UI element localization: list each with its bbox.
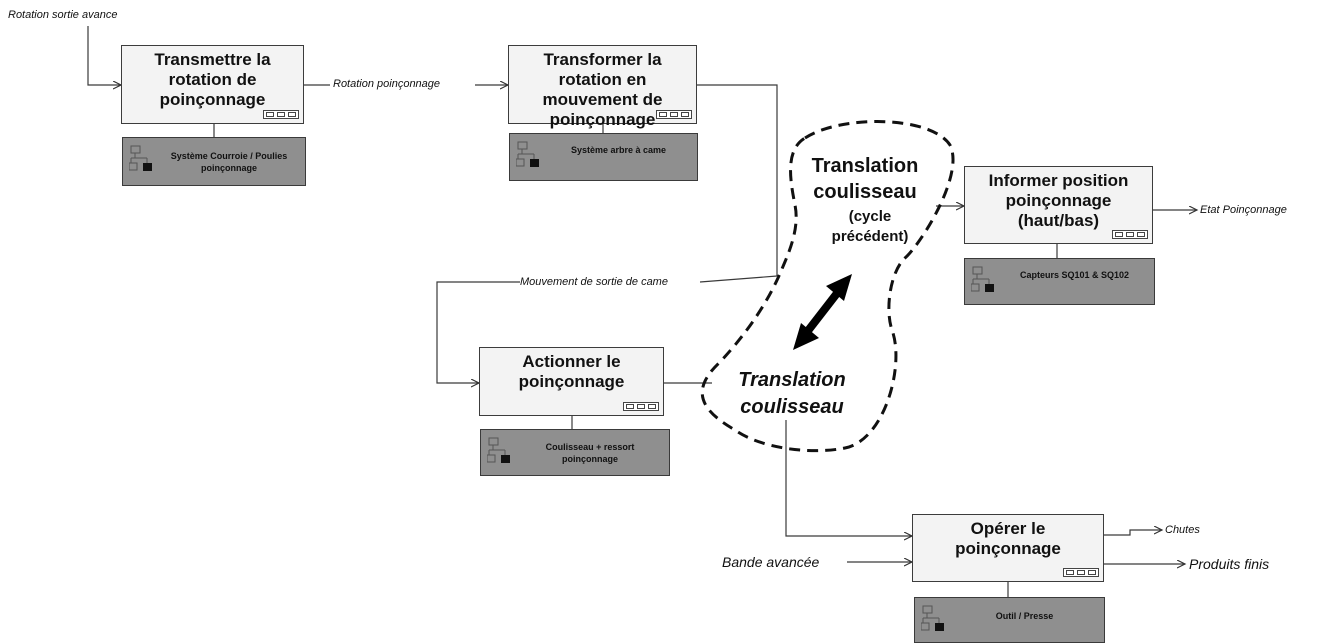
flow-label-rotation-sortie-avance: Rotation sortie avance [8,9,118,21]
function-title: Actionner le poinçonnage [518,352,625,391]
hierarchy-icon [971,266,994,292]
mechanism-label: Système arbre à came [570,145,667,155]
hierarchy-icon [487,437,510,463]
cloud-bottom-label: Translation coulisseau [712,367,872,421]
mechanism-box-arbre-came[interactable]: Système arbre à came [509,133,698,181]
function-title: Transformer la rotation en mouvement de … [542,50,663,129]
detail-icon [263,110,299,119]
flow-line-cloud-to-f5 [785,420,912,536]
detail-icon [1063,568,1099,577]
mechanism-box-capteurs[interactable]: Capteurs SQ101 & SQ102 [964,258,1155,305]
cloud-bottom-line1: Translation [738,369,846,391]
detail-icon [623,402,659,411]
function-box-transmettre-rotation[interactable]: Transmettre la rotation de poinçonnage [121,45,304,124]
double-arrow-icon [793,274,852,350]
cloud-title-line1: Translation [811,155,919,177]
flow-label-mouvement-sortie-came: Mouvement de sortie de came [520,276,668,288]
function-box-actionner-poinconnage[interactable]: Actionner le poinçonnage [479,347,664,416]
function-title: Informer position poinçonnage (haut/bas) [988,171,1129,230]
detail-icon [1112,230,1148,239]
function-box-transformer-rotation[interactable]: Transformer la rotation en mouvement de … [508,45,697,129]
flow-label-bande-avancee: Bande avancée [722,554,820,570]
hierarchy-icon [129,145,152,171]
translation-cloud-shape [700,120,955,453]
flow-line-chutes [1104,530,1162,536]
mechanism-label: Système Courroie / Poulies poinçonnage [170,150,288,173]
function-box-operer-poinconnage[interactable]: Opérer le poinçonnage [912,514,1104,582]
hierarchy-icon [516,141,539,167]
function-box-informer-position[interactable]: Informer position poinçonnage (haut/bas) [964,166,1153,244]
flow-label-chutes: Chutes [1165,524,1200,536]
cloud-subtitle: (cycle précédent) [800,207,940,247]
flow-label-etat-poinconnage: Etat Poinçonnage [1200,204,1287,216]
mechanism-box-courroie[interactable]: Système Courroie / Poulies poinçonnage [122,137,306,186]
mechanism-label: Capteurs SQ101 & SQ102 [1019,270,1130,280]
detail-icon [656,110,692,119]
cloud-title-line2: coulisseau [813,181,917,203]
function-title: Opérer le poinçonnage [955,519,1061,558]
flow-line-mouvement-to-f4 [436,281,520,383]
flow-label-produits-finis: Produits finis [1189,556,1270,572]
flow-line-rotation-sortie-avance [87,26,121,85]
mechanism-label: Coulisseau + ressort poinçonnage [545,441,635,464]
mechanism-label: Outil / Presse [995,611,1054,621]
flow-label-rotation-poinconnage: Rotation poinçonnage [333,78,441,90]
function-title: Transmettre la rotation de poinçonnage [154,50,271,109]
cloud-subtitle-line2: précédent) [831,228,909,245]
mechanism-box-coulisseau[interactable]: Coulisseau + ressort poinçonnage [480,429,670,476]
hierarchy-icon [921,605,944,631]
cloud-subtitle-line1: (cycle [848,208,892,225]
cloud-title: Translation coulisseau [790,153,940,205]
cloud-bottom-line2: coulisseau [740,396,844,418]
mechanism-box-outil-presse[interactable]: Outil / Presse [914,597,1105,643]
flow-line-mouvement-sortie-came [699,275,778,283]
flow-line-came-drop [697,84,778,276]
